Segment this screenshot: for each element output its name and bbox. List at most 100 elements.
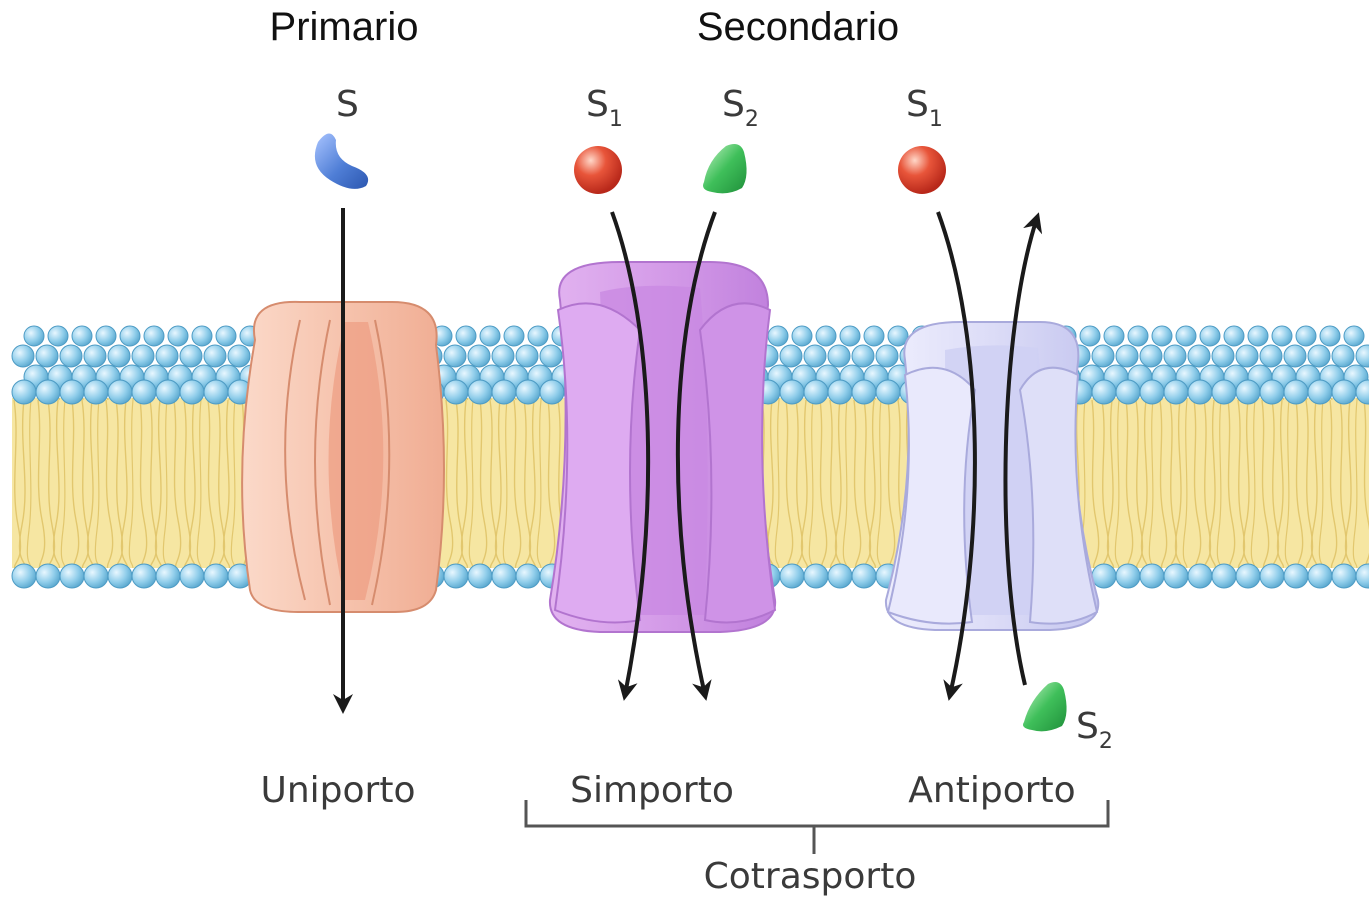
- lipid-head-group: [156, 345, 178, 367]
- lipid-head-group: [1212, 380, 1236, 404]
- antiport-label: Antiporto: [908, 770, 1075, 811]
- lipid-head-group: [1092, 380, 1116, 404]
- lipid-head-group: [1188, 380, 1212, 404]
- lipid-head-group: [444, 345, 466, 367]
- lipid-head-group: [828, 380, 852, 404]
- lipid-head-group: [804, 345, 826, 367]
- lipid-head-group: [132, 345, 154, 367]
- lipid-head-group: [168, 326, 188, 346]
- lipid-head-group: [816, 326, 836, 346]
- lipid-head-group: [1092, 564, 1116, 588]
- lipid-head-group: [156, 380, 180, 404]
- lipid-head-group: [1308, 380, 1332, 404]
- lipid-head-group: [180, 380, 204, 404]
- lipid-head-group: [516, 564, 540, 588]
- lipid-head-group: [852, 564, 876, 588]
- lipid-head-group: [876, 345, 898, 367]
- lipid-head-group: [204, 380, 228, 404]
- lipid-head-group: [1212, 564, 1236, 588]
- lipid-head-group: [1140, 564, 1164, 588]
- lipid-head-group: [96, 326, 116, 346]
- lipid-head-group: [72, 326, 92, 346]
- lipid-head-group: [1284, 380, 1308, 404]
- lipid-head-group: [1224, 326, 1244, 346]
- lipid-head-group: [1332, 564, 1356, 588]
- lipid-head-group: [468, 564, 492, 588]
- lipid-head-group: [36, 380, 60, 404]
- lipid-head-group: [60, 380, 84, 404]
- lipid-head-group: [48, 326, 68, 346]
- blue-substrate-icon: [315, 133, 368, 188]
- lipid-head-group: [852, 345, 874, 367]
- lipid-head-group: [1152, 326, 1172, 346]
- lipid-head-group: [1344, 326, 1364, 346]
- uniport-label: Uniporto: [261, 770, 416, 811]
- lipid-head-group: [12, 345, 34, 367]
- lipid-head-group: [1308, 345, 1330, 367]
- lipid-head-group: [180, 564, 204, 588]
- lipid-head-group: [768, 326, 788, 346]
- lipid-head-group: [1212, 345, 1234, 367]
- lipid-head-group: [828, 564, 852, 588]
- lipid-head-group: [1092, 345, 1114, 367]
- lipid-head-group: [84, 380, 108, 404]
- lipid-head-group: [204, 345, 226, 367]
- lipid-head-group: [1236, 380, 1260, 404]
- lipid-head-group: [1260, 380, 1284, 404]
- lipid-head-group: [444, 380, 468, 404]
- lipid-head-group: [192, 326, 212, 346]
- lipid-head-group: [1236, 564, 1260, 588]
- lipid-head-group: [120, 326, 140, 346]
- lipid-head-group: [1284, 345, 1306, 367]
- lipid-head-group: [132, 380, 156, 404]
- lipid-head-group: [1356, 345, 1369, 367]
- lipid-head-group: [540, 380, 564, 404]
- red-substrate-icon: [574, 146, 622, 194]
- antiport-s1-label: S1: [906, 84, 943, 132]
- symport-label: Simporto: [570, 770, 734, 811]
- lipid-head-group: [216, 326, 236, 346]
- lipid-head-group: [804, 564, 828, 588]
- lipid-head-group: [108, 564, 132, 588]
- lipid-head-group: [1176, 326, 1196, 346]
- lipid-head-group: [1248, 326, 1268, 346]
- lipid-head-group: [1188, 564, 1212, 588]
- lipid-head-group: [780, 345, 802, 367]
- lipid-head-group: [804, 380, 828, 404]
- lipid-head-group: [1116, 564, 1140, 588]
- lipid-head-group: [24, 326, 44, 346]
- lipid-head-group: [540, 345, 562, 367]
- lipid-head-group: [156, 564, 180, 588]
- lipid-head-group: [180, 345, 202, 367]
- lipid-head-group: [516, 345, 538, 367]
- lipid-head-group: [480, 326, 500, 346]
- lipid-head-group: [1332, 345, 1354, 367]
- lipid-head-group: [492, 380, 516, 404]
- lipid-head-group: [1104, 326, 1124, 346]
- lipid-head-group: [144, 326, 164, 346]
- lipid-head-group: [456, 326, 476, 346]
- lipid-head-group: [1164, 564, 1188, 588]
- secondary-transport-heading: Secondario: [697, 5, 899, 49]
- antiporter-protein: [886, 322, 1098, 630]
- lipid-head-group: [228, 345, 250, 367]
- green-substrate-icon: [703, 144, 747, 193]
- lipid-head-group: [864, 326, 884, 346]
- lipid-head-group: [1272, 326, 1292, 346]
- lipid-head-group: [1284, 564, 1308, 588]
- lipid-head-group: [468, 345, 490, 367]
- lipid-head-group: [1188, 345, 1210, 367]
- antiport-s2-label: S2: [1076, 706, 1113, 754]
- lipid-head-group: [504, 326, 524, 346]
- lipid-head-group: [1128, 326, 1148, 346]
- lipid-head-group: [108, 345, 130, 367]
- lipid-head-group: [1164, 380, 1188, 404]
- lipid-head-group: [204, 564, 228, 588]
- lipid-head-group: [444, 564, 468, 588]
- symporter-protein: [550, 262, 775, 632]
- lipid-head-group: [528, 326, 548, 346]
- lipid-head-group: [1260, 345, 1282, 367]
- lipid-head-group: [840, 326, 860, 346]
- lipid-head-group: [516, 380, 540, 404]
- lipid-head-group: [876, 380, 900, 404]
